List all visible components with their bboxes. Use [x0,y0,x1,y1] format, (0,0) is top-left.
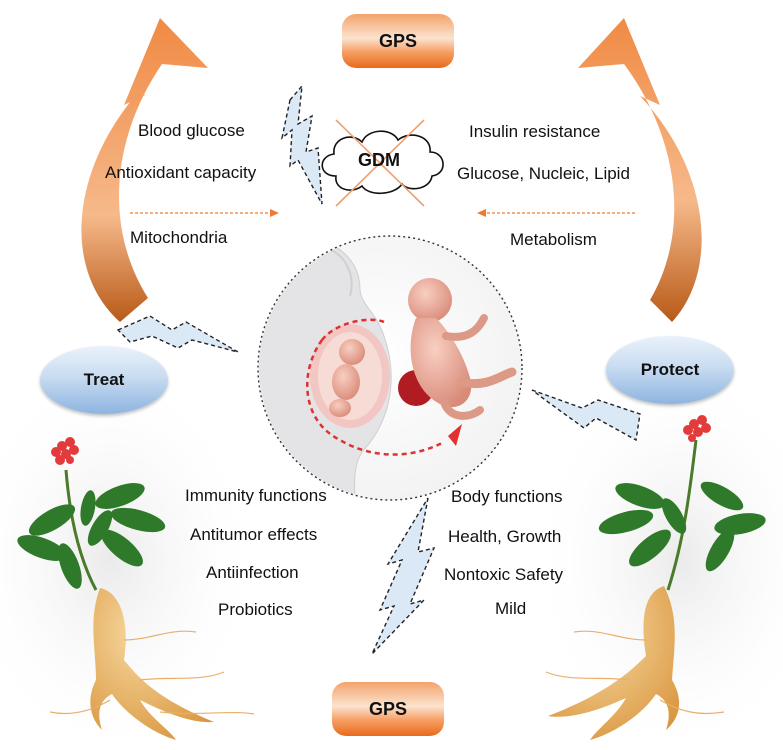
treat-badge: Treat [40,346,168,414]
pregnancy-illustration [257,235,523,501]
label-insulin-resistance: Insulin resistance [469,122,601,141]
left-curved-arrow-icon [81,18,208,322]
gdm-label: GDM [358,150,400,170]
label-metabolism: Metabolism [510,230,597,249]
protect-badge: Protect [606,336,734,404]
left-lightning-icon [116,315,239,353]
label-antiinfection: Antiinfection [206,563,299,582]
bottom-gps-badge: GPS [332,682,444,736]
label-body-functions: Body functions [451,487,563,506]
label-antioxidant-capacity: Antioxidant capacity [105,163,257,182]
bottom-lightning-icon [371,497,436,655]
label-blood-glucose: Blood glucose [138,121,245,140]
right-curved-arrow-icon [578,18,702,322]
label-probiotics: Probiotics [218,600,293,619]
label-antitumor-effects: Antitumor effects [190,525,318,544]
left-ginseng-plant-icon [17,437,255,740]
top-gps-badge: GPS [342,14,454,68]
label-health-growth: Health, Growth [448,527,562,546]
label-mild: Mild [495,599,527,618]
right-lightning-icon [531,389,641,442]
gdm-cloud-icon [321,119,444,207]
right-ginseng-plant-icon [545,415,766,740]
label-immunity-functions: Immunity functions [185,486,327,505]
label-nontoxic-safety: Nontoxic Safety [444,565,564,584]
label-mitochondria: Mitochondria [130,228,228,247]
label-glucose-nucleic-lipid: Glucose, Nucleic, Lipid [457,164,630,183]
top-lightning-icon [280,83,323,205]
